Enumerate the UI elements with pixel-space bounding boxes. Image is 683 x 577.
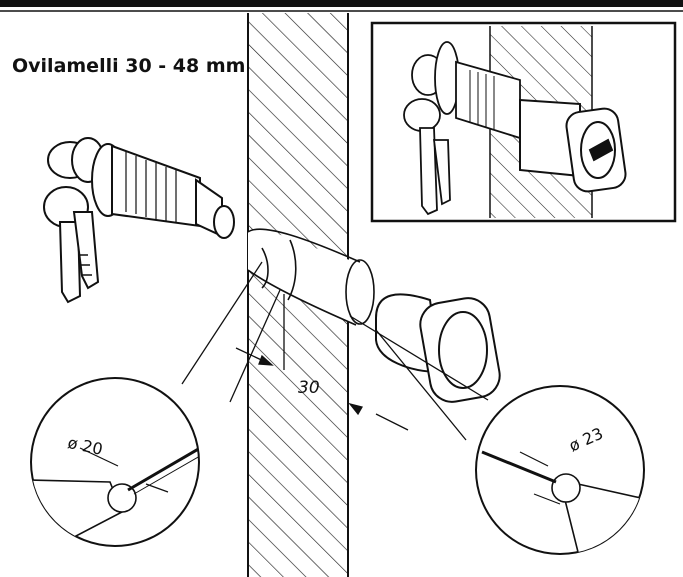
inset-cylinder-icon (434, 41, 521, 140)
top-rule (0, 0, 683, 7)
lock-cylinder-icon (91, 143, 235, 239)
leader-lines (181, 261, 489, 441)
inset-assembled-view (370, 21, 677, 223)
escutcheon-bushing-icon (375, 293, 501, 403)
door-panel (247, 13, 356, 577)
drill-right-detail (475, 385, 645, 555)
page-title: Ovilamelli 30 - 48 mm (12, 55, 246, 77)
bore-outline (247, 228, 375, 326)
dimension-label: 30 (298, 378, 320, 398)
drill-right-dimension (519, 451, 561, 505)
drill-icon (79, 447, 169, 493)
inset-bushing-icon (519, 98, 627, 193)
drill-left-detail (30, 377, 200, 547)
key-bunch-icon (43, 137, 105, 304)
